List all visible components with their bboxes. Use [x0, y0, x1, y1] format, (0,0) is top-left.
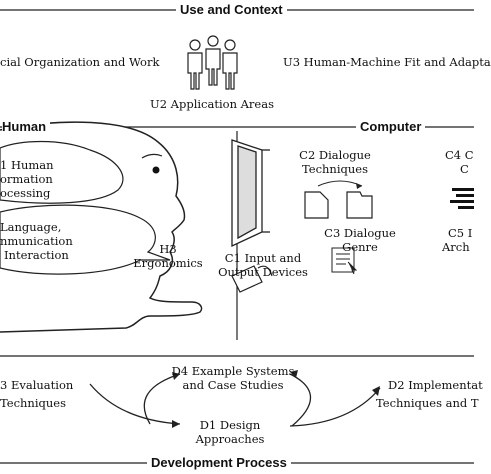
- label-d3-line1: 3 Evaluation: [0, 378, 74, 392]
- architecture-icon: [450, 188, 474, 209]
- label-c1-line2: Output Devices: [218, 265, 308, 279]
- label-d3-line2: Techniques: [0, 396, 66, 410]
- label-h2-line3: Interaction: [4, 248, 69, 262]
- section-computer: Computer: [356, 119, 426, 134]
- cycle-arrow-left: [89, 383, 181, 425]
- section-human: Human: [2, 119, 51, 134]
- label-d4-line2: and Case Studies: [182, 378, 284, 392]
- document-icon: [304, 191, 329, 219]
- label-c1-line1: C1 Input and: [224, 251, 302, 265]
- label-h1-line3: ocessing: [0, 186, 51, 200]
- label-c4-line2: C: [460, 162, 469, 176]
- label-c4-line1: C4 C: [445, 148, 474, 162]
- mouse-icon: [231, 265, 273, 293]
- label-d4-line1: D4 Example Systems: [171, 364, 295, 378]
- label-h2-line2: nmunication: [0, 234, 73, 248]
- label-u1: cial Organization and Work: [0, 55, 160, 69]
- label-c5-line1: C5 I: [448, 226, 473, 240]
- cycle-arrow-d1-to-d4: [143, 373, 181, 425]
- eye-icon: [152, 166, 160, 174]
- eyebrow: [141, 153, 163, 159]
- label-u2: U2 Application Areas: [150, 97, 274, 111]
- people-icon: [187, 35, 238, 90]
- label-h1-line2: ormation: [0, 172, 53, 186]
- label-c2-line2: Techniques: [302, 162, 368, 176]
- label-d1-line1: D1 Design: [199, 418, 261, 432]
- label-c5-line2: Arch: [442, 240, 470, 254]
- genre-document-icon: [331, 247, 358, 275]
- speech-bubble: [0, 204, 171, 275]
- label-u3: U3 Human-Machine Fit and Adapta: [283, 55, 491, 69]
- cycle-arrow-right: [289, 387, 381, 427]
- diagram-graphics: [0, 9, 474, 464]
- label-h1-line1: 1 Human: [0, 158, 54, 172]
- label-d2-line2: Techniques and T: [376, 396, 479, 410]
- section-use-context: Use and Context: [176, 2, 287, 17]
- label-h3-line2: Ergonomics: [133, 256, 203, 270]
- section-development-process: Development Process: [147, 455, 291, 470]
- cycle-arrow-d4-to-d1: [289, 373, 312, 427]
- thought-bubble: [0, 140, 124, 204]
- arrow-doc-to-folder: [317, 180, 363, 187]
- arrow-head: [356, 183, 362, 189]
- label-h3-line1: H3: [159, 242, 177, 256]
- label-c3-line1: C3 Dialogue: [324, 226, 396, 240]
- label-d2-line1: D2 Implementat: [388, 378, 483, 392]
- label-c2-line1: C2 Dialogue: [299, 148, 371, 162]
- folder-icon: [346, 191, 373, 219]
- label-h2-line1: Language,: [0, 220, 62, 234]
- label-d1-line2: Approaches: [195, 432, 265, 446]
- label-c3-line2: Genre: [342, 240, 378, 254]
- monitor-icon: [231, 139, 270, 248]
